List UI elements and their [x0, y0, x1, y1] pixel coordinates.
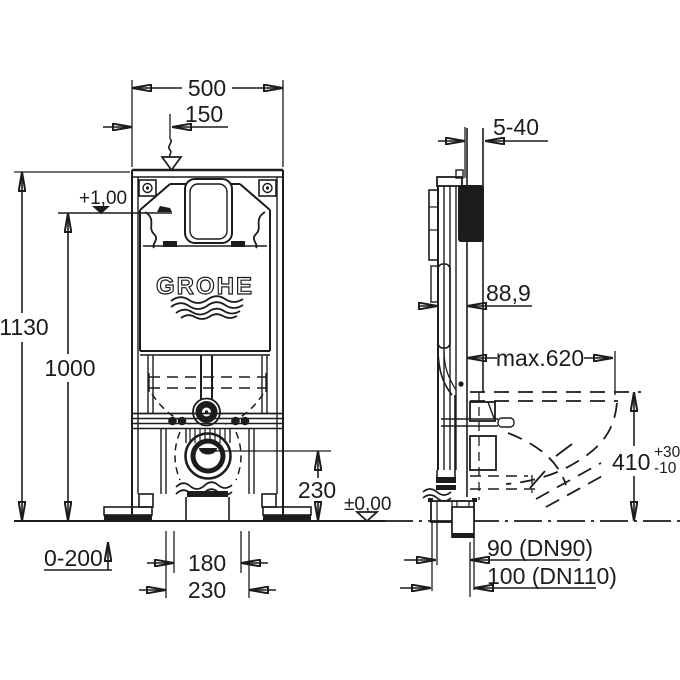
lower-frame [147, 355, 268, 413]
dim-5-40-label: 5-40 [493, 114, 539, 140]
dim-dn110-label: 100 (DN110) [487, 563, 617, 589]
dim-max-depth: max.620 [467, 345, 616, 395]
front-view: GROHE [103, 168, 312, 521]
logo-waves-icon [170, 295, 244, 304]
cross-bars [132, 412, 283, 494]
dim-drain-90: 90 (DN90) [404, 535, 593, 561]
side-frame-profile [428, 128, 484, 497]
dim-150-label: 150 [185, 101, 223, 127]
water-supply-arrow-icon [160, 156, 183, 172]
dim-230v-label: 230 [298, 477, 336, 503]
drain-bend [174, 429, 242, 521]
dim-fixing-230: 230 [139, 531, 276, 603]
fixing-bolt [240, 416, 250, 426]
dim-88-9-label: 88,9 [486, 280, 531, 306]
side-view [422, 128, 641, 597]
dim-drain-100: 100 (DN110) [400, 563, 617, 589]
fixing-bolt [231, 416, 240, 426]
fixing-bolt [168, 416, 177, 426]
dim-230b-label: 230 [188, 577, 226, 603]
dim-frame-width: 500 [131, 75, 284, 167]
fixing-bolt [177, 416, 187, 426]
dim-outlet-height: 230 [212, 450, 336, 521]
dim-actuation-level: 1000 [44, 213, 96, 521]
dim-supply-offset: 150 [103, 101, 228, 172]
dim-1000-label: 1000 [44, 355, 95, 381]
dim-fixing-180: 180 [147, 531, 268, 576]
dim-frame-depth: 88,9 [419, 280, 532, 306]
brand-logo: GROHE [155, 272, 254, 320]
level-plus100-label: +1,00 [79, 188, 127, 209]
adjustable-feet [103, 493, 312, 521]
dim-410-tol-minus: -10 [654, 460, 677, 477]
dim-0-200-label: 0-200 [44, 545, 103, 571]
wc-bowl-outline [470, 391, 641, 508]
mounting-frame [131, 168, 284, 515]
dim-500-label: 500 [188, 75, 226, 101]
level-mark-top: +1,00 [58, 188, 172, 214]
wc-mounting-hardware [441, 392, 515, 500]
dim-max620-label: max.620 [496, 345, 584, 371]
dim-foot-adjust: 0-200 [44, 542, 112, 571]
dim-410-label: 410 [612, 449, 650, 475]
cistern-tank [139, 178, 271, 356]
dimensions: 500 150 1130 1000 +1,00 0-200 [0, 75, 680, 603]
dim-bowl-height: 410 +30 -10 [612, 392, 680, 521]
dim-frame-height: 1130 [0, 171, 130, 521]
actuator-plate [458, 185, 484, 242]
dim-1130-label: 1130 [0, 314, 49, 340]
level-zero-label: ±0,00 [344, 494, 391, 515]
dim-410-tol-plus: +30 [654, 444, 680, 461]
water-supply-squiggle [168, 138, 172, 158]
dim-wall-thickness: 5-40 [438, 114, 548, 178]
floor-level-triangle-icon [354, 511, 380, 523]
water-level-mark [157, 206, 172, 212]
brand-logo-text: GROHE [156, 273, 254, 300]
level-mark-floor: ±0,00 [344, 494, 391, 523]
level-triangle-icon [92, 206, 110, 214]
actuator-opening [184, 178, 233, 244]
dim-dn90-label: 90 (DN90) [487, 535, 593, 561]
dim-180-label: 180 [188, 550, 226, 576]
